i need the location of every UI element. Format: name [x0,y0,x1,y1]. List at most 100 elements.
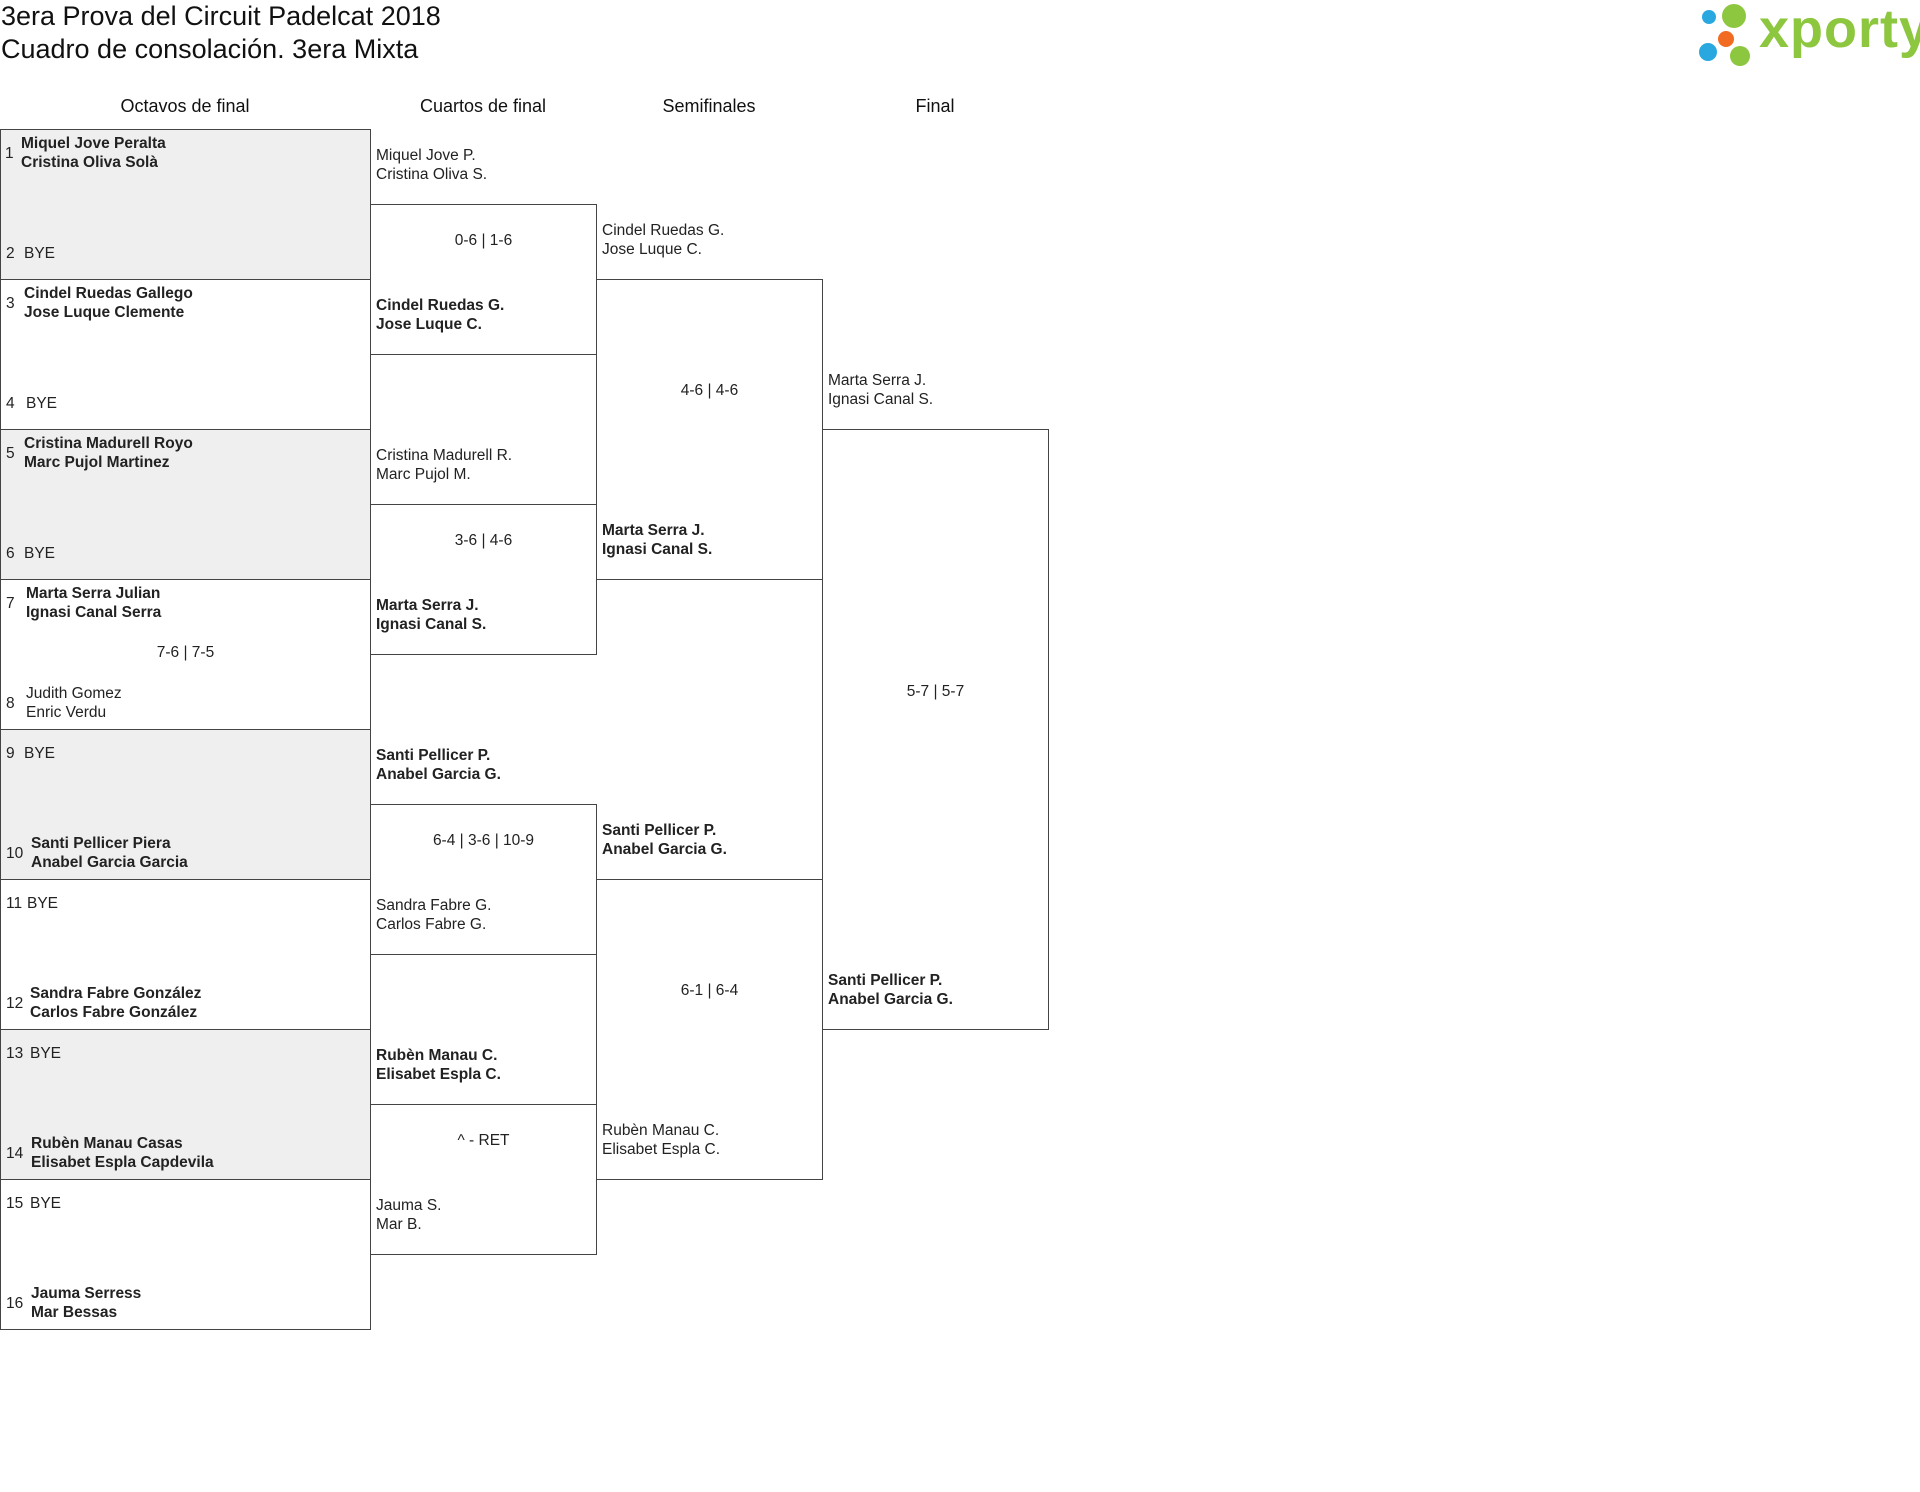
player-1: Santi Pellicer Piera [31,835,171,852]
player-2: Marc Pujol M. [376,466,471,483]
seed-number: 12 [6,995,24,1012]
xporty-logo: xporty [1693,0,1920,66]
match-box-qf-1 [370,204,597,355]
seed-number: 3 [6,295,15,312]
player-1: Cristina Madurell Royo [24,435,193,452]
qf-entry-1: Miquel Jove P. Cristina Oliva S. [376,146,487,184]
seed-number: 15 [6,1195,24,1212]
r16-entry-11: 11 BYE [6,894,59,913]
player-2: Carlos Fabre González [30,1004,198,1021]
player-1: Santi Pellicer P. [828,972,943,989]
match-box-final [822,429,1049,1030]
seed-number: 10 [6,845,24,862]
page-title: 3era Prova del Circuit Padelcat 2018 [1,1,441,31]
player-1: Jauma S. [376,1197,442,1214]
round-header-cuartos: Cuartos de final [419,96,547,116]
round-header-semifinales: Semifinales [662,96,756,116]
sf-score-2: 6-1 | 6-4 [680,982,739,999]
seed-number: 11 [6,895,23,912]
sf-score-1: 4-6 | 4-6 [680,382,739,399]
r16-entry-9: 9 BYE [6,744,56,763]
player-2: Ignasi Canal S. [376,616,487,633]
seed-number: 13 [6,1045,24,1062]
bye-label: BYE [30,1195,62,1212]
player-1: Rubèn Manau Casas [31,1135,183,1152]
seed-number: 9 [6,745,15,762]
seed-number: 7 [6,595,15,612]
match-box-sf-2 [596,879,823,1180]
player-2: Jose Luque Clemente [24,304,185,321]
player-1: Miquel Jove P. [376,147,476,164]
player-1: Judith Gomez [26,685,122,702]
seed-number: 16 [6,1295,24,1312]
final-score: 5-7 | 5-7 [906,683,965,700]
bye-label: BYE [24,245,56,262]
player-1: Cindel Ruedas G. [376,297,505,314]
qf-score-4: ^ - RET [457,1132,510,1149]
r16-entry-15: 15 BYE [6,1194,62,1213]
qf-score-3: 6-4 | 3-6 | 10-9 [432,832,535,849]
seed-number: 2 [6,245,15,262]
bye-label: BYE [27,895,59,912]
player-1: Sandra Fabre González [30,985,202,1002]
qf-entry-5: Santi Pellicer P.Anabel Garcia G. [376,746,501,784]
match-box-qf-4 [370,1104,597,1255]
bye-label: BYE [26,395,58,412]
player-2: Anabel Garcia G. [602,841,727,858]
player-1: Marta Serra Julian [26,585,161,602]
seed-number: 8 [6,695,15,712]
bye-label: BYE [24,545,56,562]
match-box-r16-4 [0,579,371,730]
match-box-qf-2 [370,504,597,655]
player-2: Ignasi Canal Serra [26,604,162,621]
player-2: Anabel Garcia G. [828,991,953,1008]
player-2: Elisabet Espla Capdevila [31,1154,214,1171]
player-2: Cristina Oliva S. [376,166,488,183]
player-1: Rubèn Manau C. [602,1122,720,1139]
player-2: Elisabet Espla C. [376,1066,501,1083]
r16-entry-2: 2 BYE [6,244,56,263]
final-entry-1: Marta Serra J. Ignasi Canal S. [828,371,933,409]
sf-entry-3: Santi Pellicer P. Anabel Garcia G. [602,821,727,859]
round-header-final: Final [915,96,955,116]
player-1: Marta Serra J. [376,597,479,614]
player-1: Santi Pellicer P. [602,822,717,839]
match-box-r16-5 [0,729,371,880]
player-2: Mar Bessas [31,1304,118,1321]
qf-entry-4: Marta Serra J. Ignasi Canal S. [376,596,486,634]
qf-score-2: 3-6 | 4-6 [454,532,513,549]
r16-score-4: 7-6 | 7-5 [156,644,215,661]
player-1: Rubèn Manau C. [376,1047,498,1064]
player-2: Jose Luque C. [376,316,482,333]
player-2: Marc Pujol Martinez [24,454,170,471]
sf-entry-1: Cindel Ruedas G.Jose Luque C. [602,221,724,259]
player-2: Ignasi Canal S. [602,541,713,558]
qf-entry-3: Cristina Madurell R.Marc Pujol M. [376,446,512,484]
qf-entry-2: Cindel Ruedas G. Jose Luque C. [376,296,504,334]
bye-label: BYE [24,745,56,762]
player-2: Elisabet Espla C. [602,1141,721,1158]
player-2: Mar B. [376,1216,422,1233]
qf-entry-6: Sandra Fabre G.Carlos Fabre G. [376,896,491,934]
seed-number: 6 [6,545,15,562]
player-2: Anabel Garcia G. [376,766,501,783]
logo-dots-icon [1699,4,1750,66]
qf-entry-8: Jauma S. Mar B. [376,1196,441,1234]
player-2: Carlos Fabre G. [376,916,487,933]
player-2: Ignasi Canal S. [828,391,934,408]
final-entry-2: Santi Pellicer P. Anabel Garcia G. [828,971,953,1009]
match-box-r16-8 [0,1179,371,1330]
logo-text: xporty [1759,0,1920,59]
match-box-sf-1 [596,279,823,580]
page-subtitle: Cuadro de consolación. 3era Mixta [1,34,419,64]
sf-entry-2: Marta Serra J.Ignasi Canal S. [602,521,712,559]
player-1: Marta Serra J. [828,372,927,389]
player-1: Miquel Jove Peralta [21,135,166,152]
